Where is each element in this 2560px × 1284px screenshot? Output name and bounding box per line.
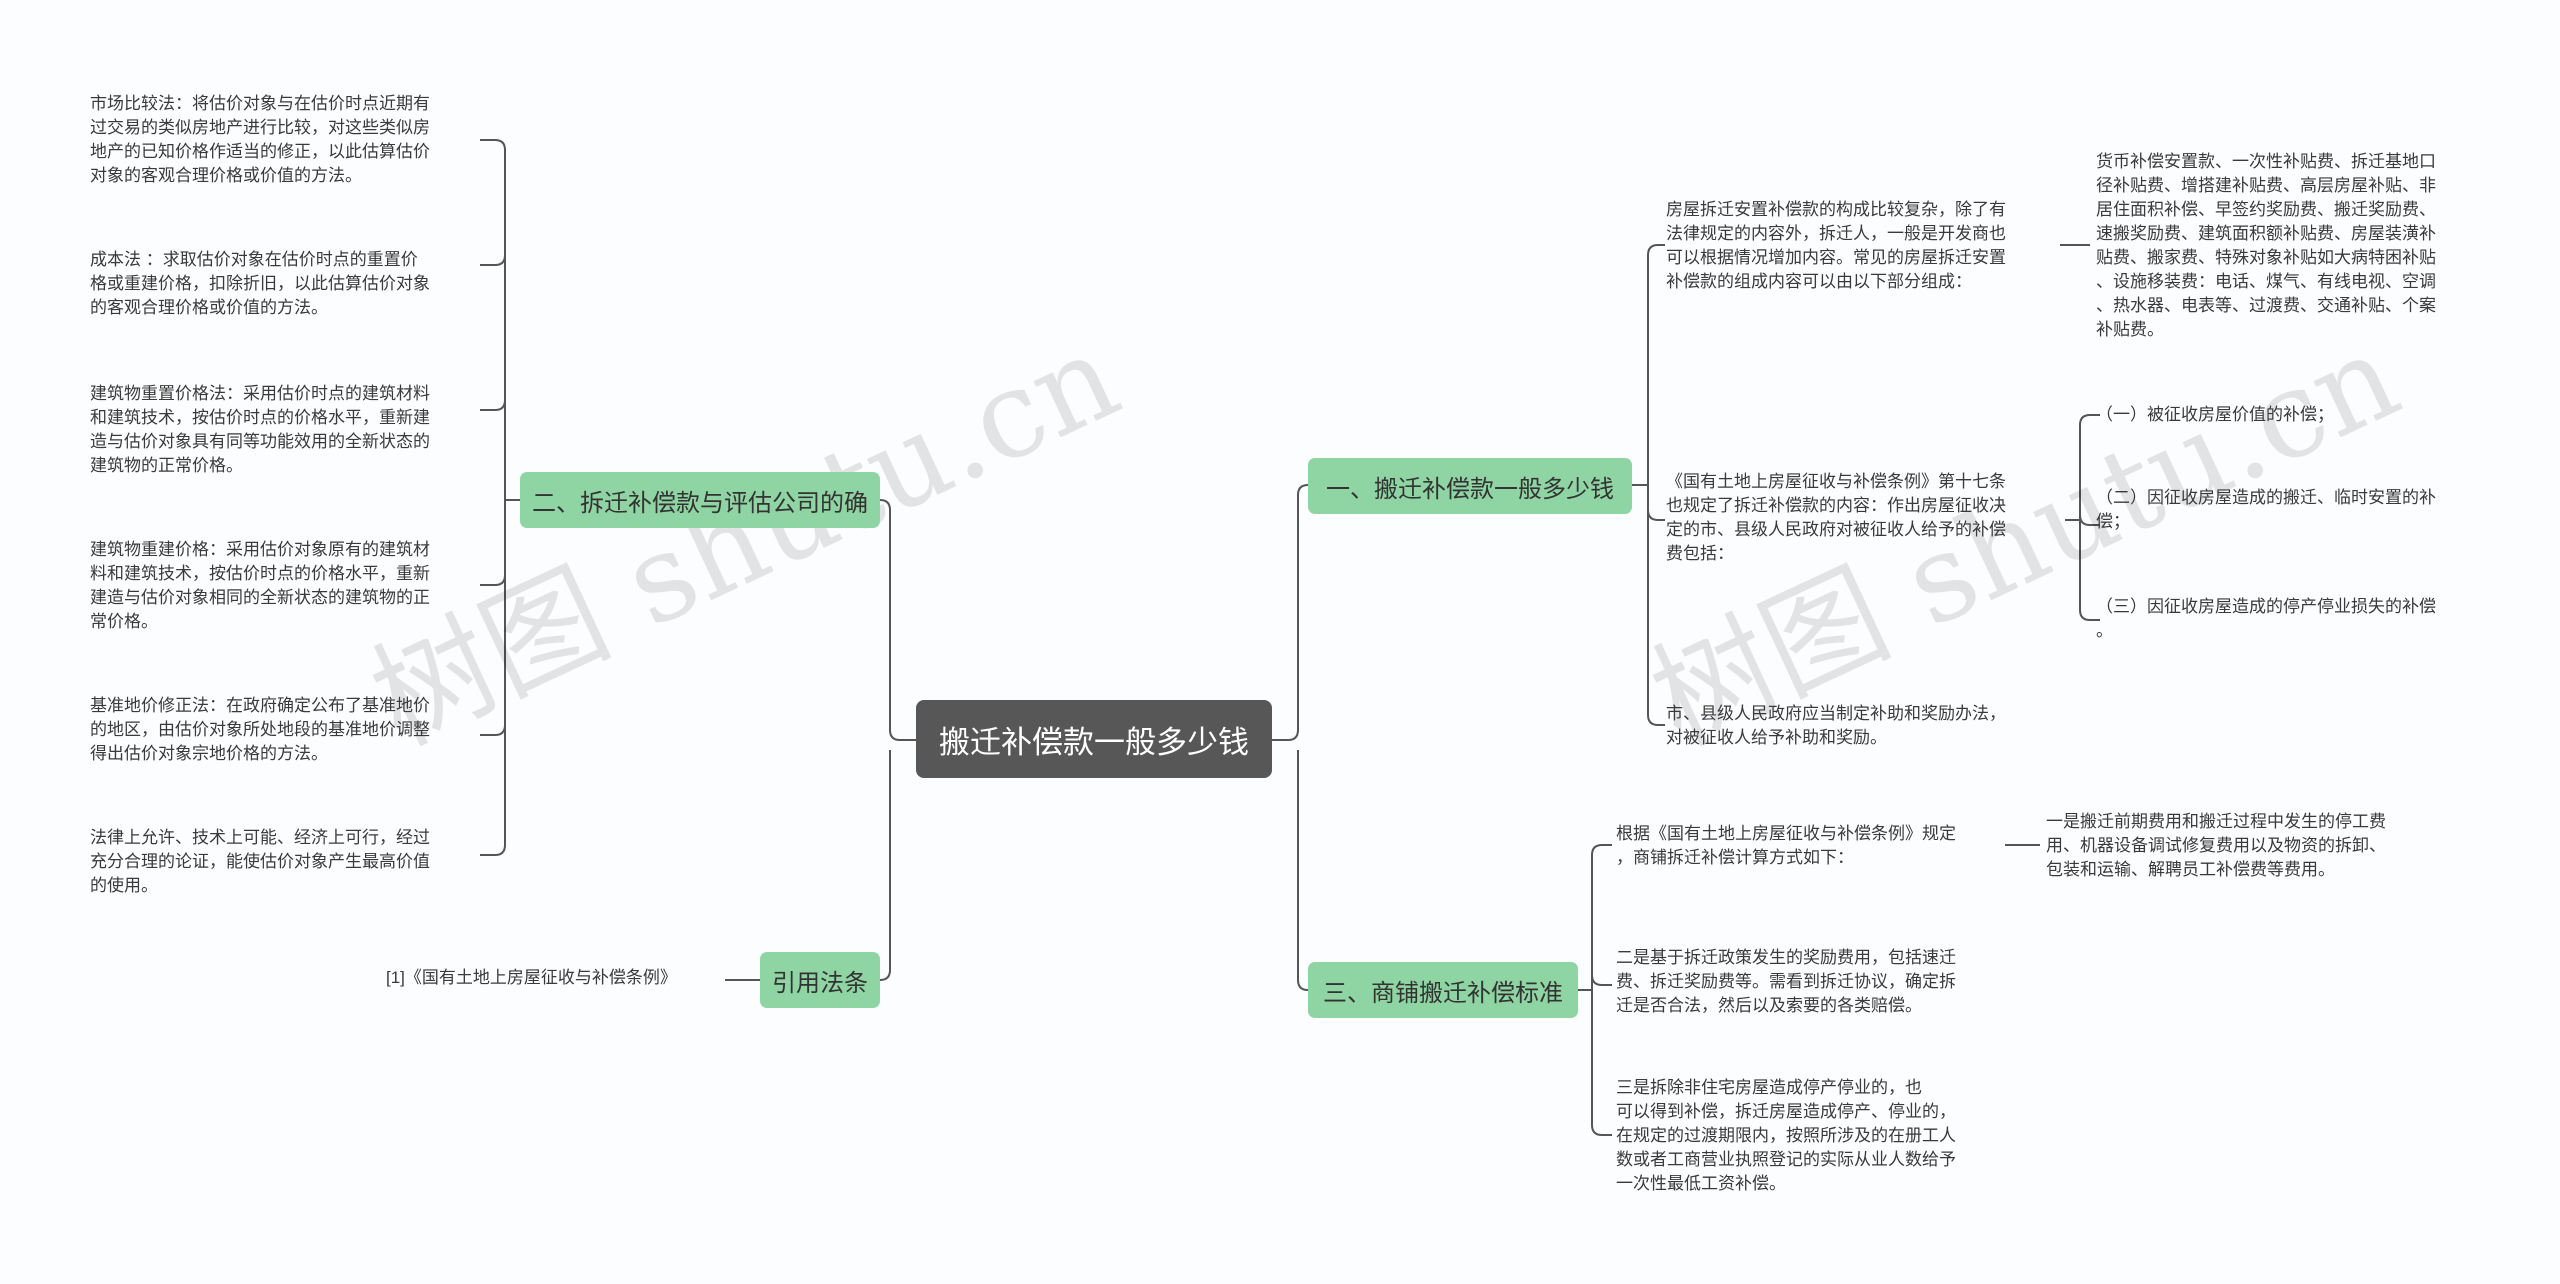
leaf-reconstruction-price: 建筑物重建价格：采用估价对象原有的建筑材 料和建筑技术，按估价时点的价格水平，重… — [90, 540, 430, 631]
leaf-item-relocation: （二）因征收房屋造成的搬迁、临时安置的补 偿； — [2096, 488, 2436, 531]
leaf-highest-best-use: 法律上允许、技术上可能、经济上可行，经过 充分合理的论证，能使估价对象产生最高价… — [90, 828, 430, 895]
branch-shop-standard[interactable]: 三、商铺搬迁补偿标准 — [1308, 962, 1578, 1018]
branch-cited-law[interactable]: 引用法条 — [760, 952, 880, 1008]
leaf-article17: 《国有土地上房屋征收与补偿条例》第十七条 也规定了拆迁补偿款的内容：作出房屋征收… — [1666, 472, 2006, 563]
leaf-shop-reward: 二是基于拆迁政策发生的奖励费用，包括速迁 费、拆迁奖励费等。需看到拆迁协议，确定… — [1616, 948, 1956, 1015]
leaf-replacement-price: 建筑物重置价格法：采用估价时点的建筑材料 和建筑技术，按估价时点的价格水平，重新… — [90, 384, 430, 475]
leaf-base-land-price: 基准地价修正法：在政府确定公布了基准地价 的地区，由估价对象所处地段的基准地价调… — [90, 696, 430, 763]
leaf-shop-business-loss: 三是拆除非住宅房屋造成停产停业的，也 可以得到补偿，拆迁房屋造成停产、停业的， … — [1616, 1078, 1956, 1193]
leaf-cited-regulation: [1]《国有土地上房屋征收与补偿条例》 — [386, 968, 677, 987]
root-topic[interactable]: 搬迁补偿款一般多少钱 — [916, 700, 1272, 778]
leaf-market-comparison: 市场比较法：将估价对象与在估价时点近期有 过交易的类似房地产进行比较，对这些类似… — [90, 94, 430, 185]
leaf-item-house-value: （一）被征收房屋价值的补偿； — [2096, 405, 2334, 424]
branch-compensation-amount[interactable]: 一、搬迁补偿款一般多少钱 — [1308, 458, 1632, 514]
leaf-cost-method: 成本法 ：求取估价对象在估价时点的重置价 格或重建价格，扣除折旧，以此估算估价对… — [90, 250, 430, 317]
leaf-shop-regulation: 根据《国有土地上房屋征收与补偿条例》规定 ，商铺拆迁补偿计算方式如下： — [1616, 824, 1956, 867]
branch-appraisal[interactable]: 二、拆迁补偿款与评估公司的确 — [520, 472, 880, 528]
leaf-subsidy-reward: 市、县级人民政府应当制定补助和奖励办法， 对被征收人给予补助和奖励。 — [1666, 704, 2006, 747]
leaf-composition: 房屋拆迁安置补偿款的构成比较复杂，除了有 法律规定的内容外，拆迁人，一般是开发商… — [1666, 200, 2006, 291]
leaf-compensation-items: 货币补偿安置款、一次性补贴费、拆迁基地口 径补贴费、增搭建补贴费、高层房屋补贴、… — [2096, 152, 2436, 339]
leaf-shop-early-cost: 一是搬迁前期费用和搬迁过程中发生的停工费 用、机器设备调试修复费用以及物资的拆卸… — [2046, 812, 2386, 879]
leaf-item-business-loss: （三）因征收房屋造成的停产停业损失的补偿 。 — [2096, 597, 2436, 640]
